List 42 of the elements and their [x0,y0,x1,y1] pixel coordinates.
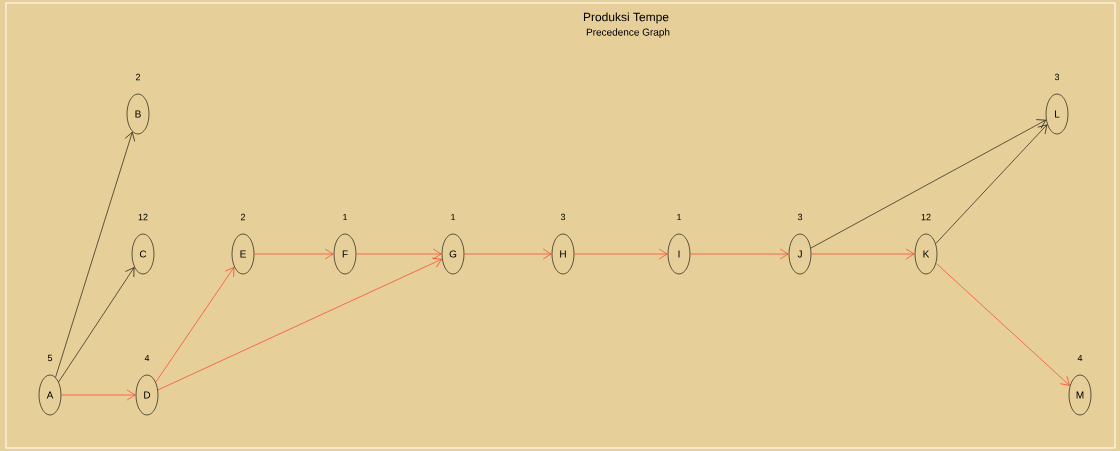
activity-node: C [131,233,155,275]
duration-label: 12 [138,213,148,221]
arrow [811,248,915,260]
duration-label: 3 [560,213,566,221]
duration-label: 2 [135,73,141,81]
duration-label: 4 [144,354,150,362]
activity-node: K [914,233,938,275]
duration-label: 1 [677,213,682,221]
arrow [690,248,789,260]
arrow [58,267,135,383]
arrow [574,248,668,260]
activity-node: M [1068,374,1092,416]
activity-node: J [788,233,812,275]
activity-node: I [667,233,691,275]
activity-node: H [551,233,575,275]
arrow [157,257,442,391]
activity-node: E [231,233,255,275]
title: Produksi Tempe [583,12,669,24]
activity-node: A [38,374,62,416]
activity-node: B [126,93,150,135]
duration-label: 12 [921,213,931,221]
duration-label: 1 [451,213,456,221]
arrow [935,262,1070,386]
arrow [61,389,136,401]
duration-label: 1 [343,213,348,221]
duration-label: 4 [1077,354,1083,362]
duration-label: 3 [797,213,803,221]
arrow [356,248,442,260]
arrow [935,124,1048,244]
duration-label: 2 [240,213,246,221]
activity-node: G [441,233,465,275]
duration-label: 5 [47,354,53,362]
arrow [155,267,235,383]
arrow [55,131,135,378]
duration-label: 3 [1054,73,1060,81]
arrow [810,119,1046,249]
arrow [464,248,552,260]
activity-node: D [135,374,159,416]
activity-node: F [333,233,357,275]
activity-node: L [1045,93,1069,135]
arrow [254,248,334,260]
subtitle: Precedence Graph [586,28,670,38]
